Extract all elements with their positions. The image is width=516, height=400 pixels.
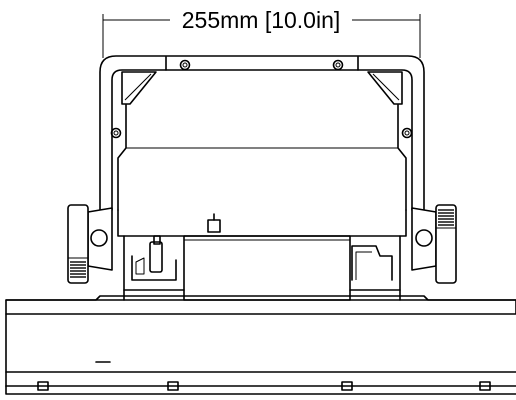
yoke-bracket <box>99 55 425 213</box>
dimension-label: 255mm [10.0in] <box>182 7 341 33</box>
screw-icon <box>110 127 122 139</box>
top-mechanism <box>123 213 401 301</box>
screw-icon <box>401 127 413 139</box>
left-tilt-knob <box>67 204 113 284</box>
screw-icon <box>179 59 191 71</box>
screw-icon <box>332 59 344 71</box>
right-tilt-knob <box>411 204 457 284</box>
fixture-base <box>5 295 516 395</box>
fixture-body-outline <box>117 104 407 237</box>
width-dimension: 255mm [10.0in] <box>102 7 421 58</box>
